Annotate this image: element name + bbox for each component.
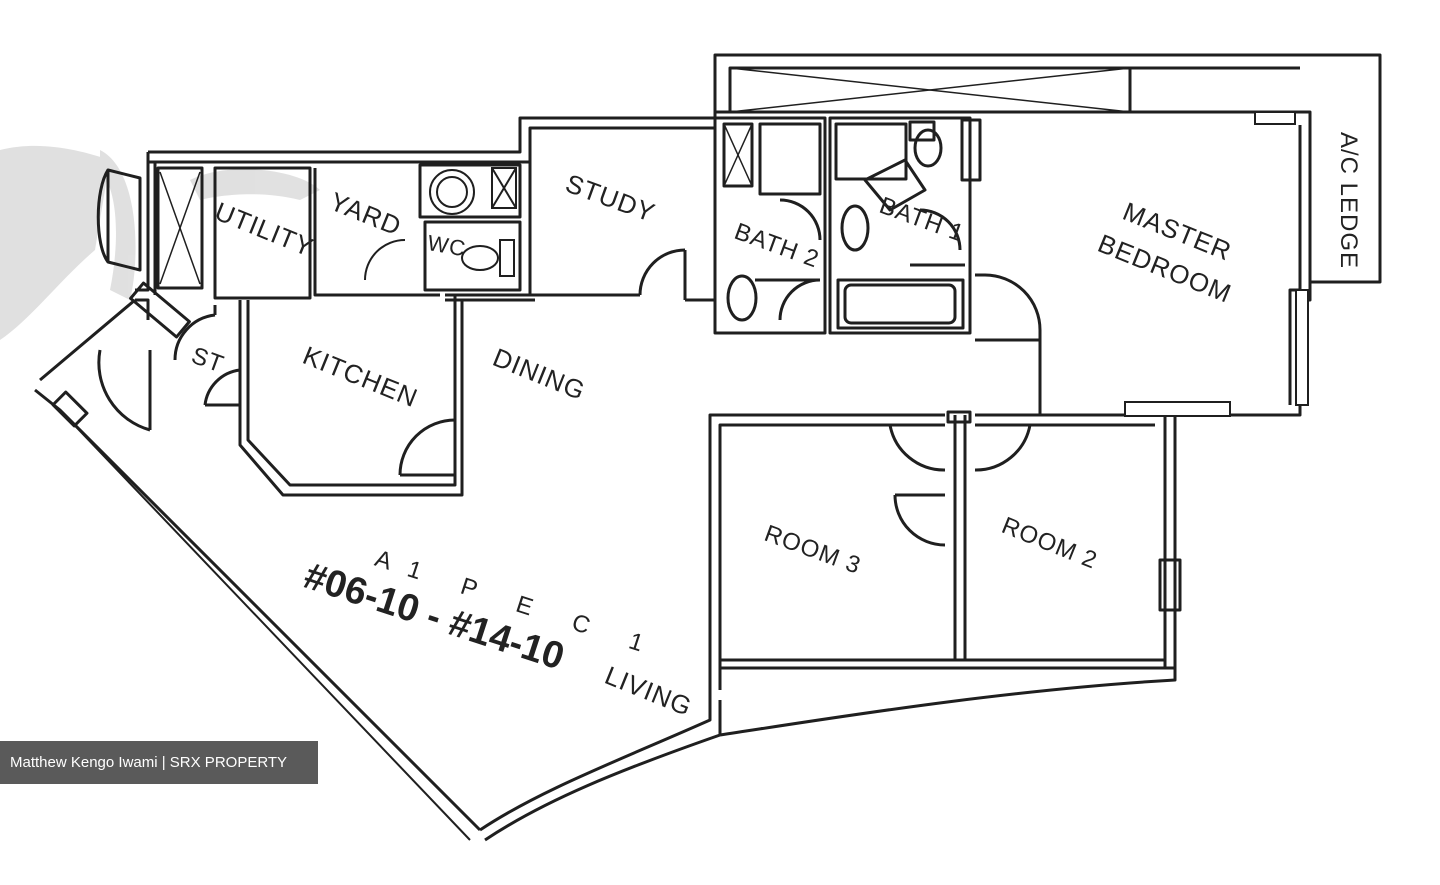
agent-caption: Matthew Kengo Iwami | SRX PROPERTY [0, 741, 318, 784]
room-label-ac-ledge: A/C LEDGE [1335, 132, 1362, 270]
windows [1124, 111, 1309, 417]
toilet-icon [461, 245, 499, 271]
fixtures [364, 167, 517, 281]
washing-machine-icon [429, 169, 475, 215]
scan-shadow [0, 145, 320, 340]
